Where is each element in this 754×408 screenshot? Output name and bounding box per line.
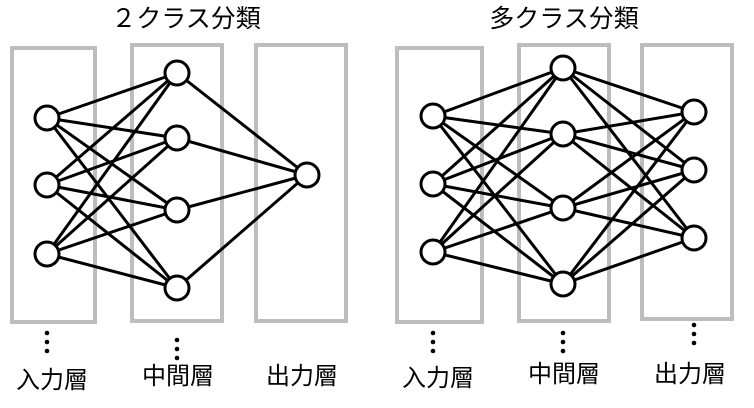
multi-edge-input0-hidden3 [431, 115, 565, 285]
multi-hidden-layer-box [517, 43, 611, 323]
binary-edge-hidden3-output0 [176, 173, 308, 290]
binary-hidden-layer-box [130, 43, 224, 323]
multi-input-ellipsis-icon [430, 330, 436, 354]
multi-hidden-node-3 [549, 270, 577, 298]
multi-edge-input1-hidden0 [432, 66, 564, 186]
binary-hidden-node-0 [163, 59, 191, 87]
binary-edge-hidden0-output0 [176, 71, 308, 177]
binary-edge-input2-hidden2 [46, 208, 178, 256]
multi-edge-hidden1-output1 [562, 132, 695, 172]
multi-edge-hidden3-output0 [561, 111, 696, 285]
multi-edge-hidden1-output0 [562, 110, 695, 136]
multi-edge-hidden2-output0 [562, 110, 695, 210]
multi-output-layer-label: 出力層 [654, 360, 726, 388]
binary-edge-input0-hidden3 [45, 117, 179, 289]
multi-input-node-0 [419, 102, 447, 130]
binary-edge-input1-hidden3 [46, 183, 178, 290]
multi-input-node-1 [419, 170, 447, 198]
multi-output-ellipsis-icon [691, 322, 697, 346]
multi-edge-hidden2-output2 [562, 206, 695, 240]
multi-edge-input2-hidden3 [432, 250, 564, 286]
multi-edge-hidden3-output1 [562, 168, 695, 286]
multi-output-node-2 [680, 224, 708, 252]
multi-edge-input1-hidden2 [432, 182, 564, 210]
binary-edge-input0-hidden0 [46, 71, 178, 120]
multi-output-node-0 [680, 98, 708, 126]
multi-edge-hidden3-output2 [562, 236, 695, 286]
multi-title: 多クラス分類 [489, 4, 639, 33]
binary-hidden-node-3 [163, 274, 191, 302]
binary-hidden-layer-label: 中間層 [142, 362, 214, 390]
binary-edge-hidden1-output0 [176, 136, 308, 177]
multi-hidden-node-1 [549, 120, 577, 148]
binary-input-ellipsis-icon [44, 330, 50, 354]
binary-output-layer-box [254, 43, 348, 323]
multi-edge-hidden0-output1 [562, 66, 695, 172]
multi-edge-input2-hidden0 [431, 67, 565, 253]
multi-hidden-node-2 [549, 194, 577, 222]
binary-title: ２クラス分類 [111, 4, 261, 33]
binary-output-node-0 [293, 161, 321, 189]
binary-input-node-0 [33, 104, 61, 132]
multi-hidden-node-0 [549, 54, 577, 82]
binary-edge-hidden2-output0 [176, 173, 308, 212]
binary-edge-input1-hidden0 [46, 71, 178, 187]
multi-input-layer-label: 入力層 [402, 364, 474, 392]
binary-input-node-2 [33, 240, 61, 268]
multi-edge-input2-hidden2 [432, 206, 564, 254]
binary-hidden-node-1 [163, 124, 191, 152]
multi-edge-hidden0-output0 [562, 66, 695, 114]
binary-edge-input2-hidden3 [46, 252, 178, 290]
multi-edge-hidden2-output1 [562, 168, 695, 210]
binary-edge-input2-hidden1 [46, 136, 178, 256]
binary-input-layer-label: 入力層 [16, 366, 88, 394]
multi-edge-input1-hidden3 [432, 182, 564, 286]
multi-input-node-2 [419, 238, 447, 266]
multi-edge-input2-hidden1 [431, 132, 565, 254]
multi-hidden-layer-label: 中間層 [528, 360, 600, 388]
binary-output-layer-label: 出力層 [266, 362, 338, 390]
binary-edge-input2-hidden0 [45, 72, 179, 255]
multi-hidden-ellipsis-icon [560, 330, 566, 354]
multi-edge-input0-hidden0 [432, 66, 564, 118]
binary-input-node-1 [33, 171, 61, 199]
binary-hidden-node-2 [163, 196, 191, 224]
binary-hidden-ellipsis-icon [174, 337, 180, 361]
multi-edge-hidden1-output2 [562, 132, 695, 240]
multi-output-node-1 [680, 156, 708, 184]
